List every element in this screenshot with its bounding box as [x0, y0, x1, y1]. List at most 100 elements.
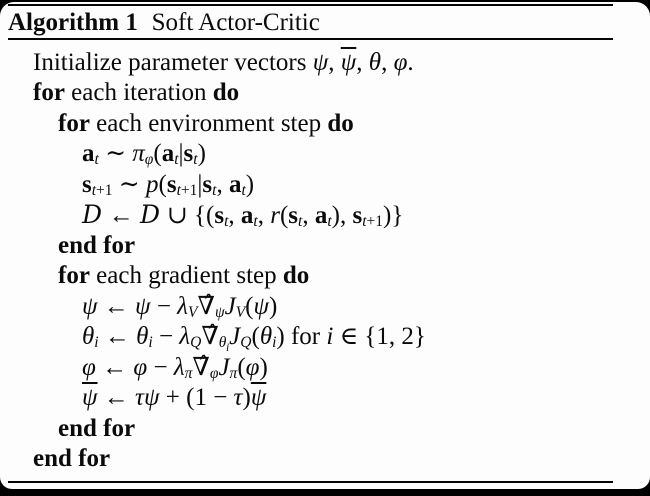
math-token-i: φ — [245, 353, 260, 381]
math-token-rm: , — [216, 170, 229, 198]
math-token-rm: ) — [259, 353, 268, 381]
math-token-i: φ — [82, 353, 96, 381]
math-token-bv: a — [82, 140, 95, 168]
math-token-nb: ∇̂ — [192, 353, 210, 381]
algorithm-line: for each gradient step do — [0, 261, 650, 292]
algorithm-label: Algorithm 1 — [8, 9, 138, 36]
math-token-b: for — [58, 109, 90, 137]
algorithm-line: φ ← φ − λπ∇̂φJπ(φ) — [0, 353, 650, 384]
math-token-rm: ∼ — [112, 170, 146, 198]
math-token-bv: a — [314, 202, 328, 230]
math-token-i: τ — [233, 384, 243, 412]
math-token-i: λ — [173, 353, 185, 381]
math-token-si: t — [174, 151, 179, 169]
math-token-b: end for — [58, 231, 136, 259]
math-token-i: ψ — [143, 384, 160, 412]
math-token-rm: ( — [158, 170, 167, 198]
math-token-bar: ψ — [82, 384, 98, 412]
math-token-rm: ← — [102, 202, 141, 230]
math-token-rm: , — [257, 202, 271, 230]
math-token-rm: ( — [153, 140, 162, 168]
algorithm-title: Soft Actor-Critic — [151, 9, 320, 36]
math-token-bar: ψ — [250, 384, 267, 412]
math-token-si: Q — [240, 334, 252, 352]
math-token-si: t — [212, 181, 217, 199]
math-token-rm: , — [356, 48, 369, 76]
math-token-sr: +1 — [180, 181, 198, 199]
algorithm-body: Initialize parameter vectors ψ, ψ, θ, φ.… — [0, 48, 650, 475]
math-token-rm: − — [147, 353, 174, 381]
math-token-i: r — [270, 202, 280, 230]
math-token-rm: ( — [251, 323, 260, 351]
math-token-ssi: i — [225, 341, 230, 354]
algorithm-line: Initialize parameter vectors ψ, ψ, θ, φ. — [0, 48, 650, 79]
math-token-bv: s — [82, 170, 92, 198]
math-token-si: t — [91, 181, 97, 199]
math-token-b: do — [282, 262, 310, 290]
math-token-i: ψ — [135, 292, 151, 320]
math-token-si: π — [229, 364, 238, 382]
math-token-rm: ), — [331, 202, 353, 230]
math-token-i: π — [132, 140, 145, 168]
math-token-i: φ — [133, 353, 148, 381]
math-token-rm: ( — [245, 292, 254, 320]
math-token-i: θ — [259, 323, 273, 351]
math-token-bv: s — [352, 202, 363, 230]
math-token-si: t — [94, 151, 99, 169]
math-token-i: ψ — [312, 48, 329, 76]
math-token-cal: D — [140, 200, 161, 230]
math-token-si: φ — [209, 364, 219, 382]
math-token-sr: +1 — [366, 213, 384, 231]
math-token-i: J — [229, 323, 241, 351]
math-token-rm: ∪ {( — [160, 202, 215, 230]
math-token-rm: each iteration — [64, 79, 213, 107]
algorithm-line: D ← D ∪ {(st, at, r(st, at), st+1)} — [0, 200, 650, 231]
math-token-cal: D — [82, 200, 103, 230]
math-token-si: θ — [218, 334, 227, 352]
math-token-si: t — [224, 213, 229, 231]
math-token-rm: each environment step — [89, 109, 328, 137]
math-token-bv: a — [228, 170, 242, 198]
math-token-i: J — [218, 353, 230, 381]
math-token-bv: a — [240, 202, 254, 230]
math-token-i: τ — [135, 384, 144, 412]
math-token-si: φ — [144, 151, 154, 169]
math-token-rm: , — [228, 202, 241, 230]
math-token-bv: s — [166, 170, 177, 198]
math-token-rm: each gradient step — [89, 262, 283, 290]
math-token-bv: s — [202, 170, 213, 198]
math-token-rm: ∼ — [98, 140, 133, 168]
algorithm-line: θi ← θi − λQ∇̂θiJQ(θi) for i ∈ {1, 2} — [0, 322, 650, 353]
math-token-i: ψ — [253, 292, 270, 320]
algorithm-line: st+1 ∼ p(st+1|st, at) — [0, 170, 650, 201]
math-token-b: end for — [58, 414, 136, 442]
algorithm-line: end for — [0, 414, 650, 445]
algorithm-line: ψ ← τψ + (1 − τ)ψ — [0, 383, 650, 414]
math-token-rm: Initialize parameter vectors — [33, 48, 313, 76]
algorithm-line: end for — [0, 444, 650, 475]
math-token-rm: , — [302, 202, 315, 230]
math-token-rm: ( — [237, 353, 246, 381]
math-token-rm: , — [328, 48, 341, 76]
math-token-b: end for — [33, 445, 111, 473]
math-token-i: λ — [179, 323, 191, 351]
math-token-bar: ψ — [340, 48, 357, 76]
math-token-rm: | — [197, 170, 203, 198]
math-token-rm: . — [407, 48, 414, 76]
math-token-b: do — [212, 79, 240, 107]
math-token-rm: )} — [383, 202, 404, 230]
math-token-si: V — [235, 303, 246, 321]
math-token-nb: ∇̂ — [197, 292, 215, 320]
math-token-i: φ — [393, 48, 408, 76]
math-token-rm: ← — [97, 384, 136, 412]
math-token-bv: s — [214, 202, 225, 230]
math-token-si: t — [241, 181, 246, 199]
math-token-si: π — [184, 364, 193, 382]
math-token-rm: ) for — [276, 323, 327, 351]
math-token-rm: ∈ {1, 2} — [333, 323, 426, 351]
math-token-rm: − — [152, 323, 180, 351]
math-token-si: i — [94, 334, 99, 352]
math-token-sr: +1 — [96, 181, 113, 199]
